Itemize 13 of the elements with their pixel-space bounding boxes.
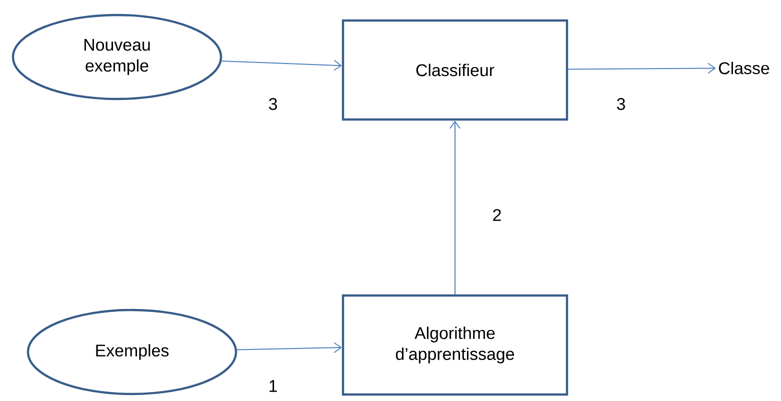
edge-label: 3 [615, 97, 627, 111]
output-label: Classe [718, 62, 770, 74]
arrow [221, 60, 342, 71]
ellipse-node: Nouveau exemple [12, 14, 222, 100]
edge-label: 3 [267, 97, 279, 111]
edge-label: 1 [267, 379, 279, 393]
process-box: Classifieur [342, 19, 568, 121]
ellipse-node: Exemples [26, 308, 238, 396]
arrow [568, 62, 716, 74]
arrow [450, 120, 460, 295]
arrow [236, 342, 342, 354]
process-box: Algorithme d’apprentissage [342, 294, 568, 396]
edge-label: 2 [491, 208, 503, 222]
